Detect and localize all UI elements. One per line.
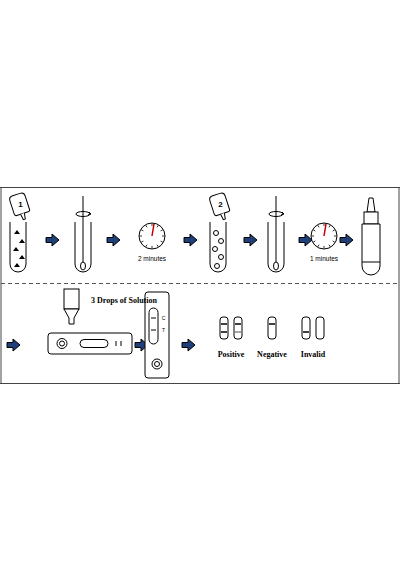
result-label: Positive <box>218 351 245 359</box>
result-label: Negative <box>257 351 287 359</box>
step-instruction: 3 Drops of Solution <box>91 297 157 305</box>
time-label: 1 minutes <box>310 256 338 263</box>
time-label: 2 minutes <box>138 256 166 263</box>
result-label: Invalid <box>301 351 325 359</box>
test-line-mark: T <box>162 328 165 333</box>
bottle-number: 2 <box>218 201 222 209</box>
control-line-mark: C <box>162 316 166 321</box>
bottle-number: 1 <box>18 201 22 209</box>
